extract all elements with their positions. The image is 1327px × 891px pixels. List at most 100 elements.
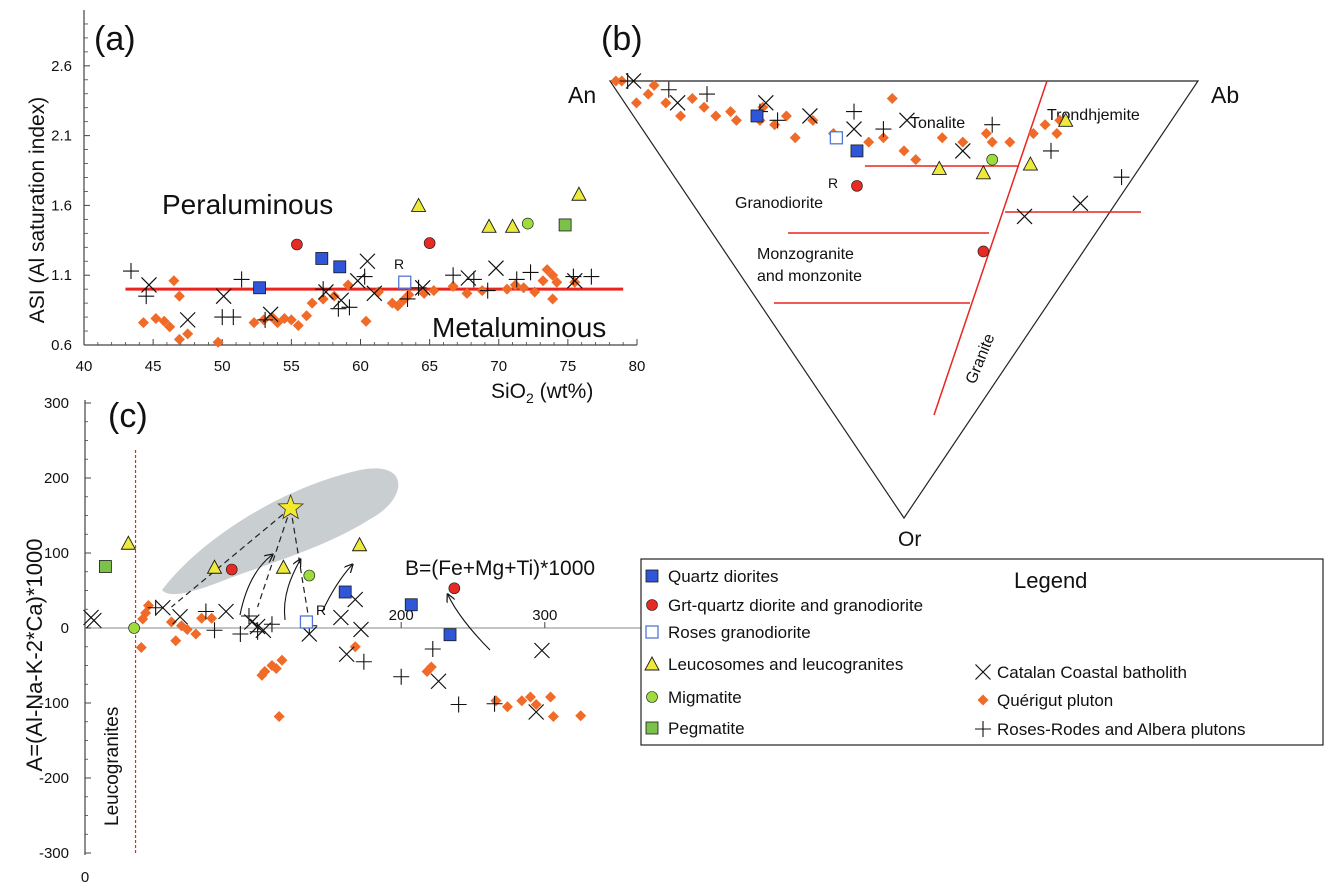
panel-a-plus-point xyxy=(257,311,274,328)
panel-c-diamond-point xyxy=(196,612,208,624)
panel-b-square-point xyxy=(850,144,864,158)
panel-b-x-point xyxy=(846,121,862,137)
panel-a-diamond-point xyxy=(518,282,530,294)
panel-a-diamond-point xyxy=(168,275,180,287)
panel-a-r-label: R xyxy=(394,256,404,272)
panel-c-diamond-point xyxy=(137,613,149,625)
panel-b-plus-point xyxy=(619,73,636,89)
panel-c-points xyxy=(83,493,587,722)
tonalite-label: Tonalite xyxy=(910,115,965,132)
panel-c-y-tick-label: 200 xyxy=(44,470,69,487)
panel-c-circle-point xyxy=(225,563,238,576)
panel-c-plus-point xyxy=(206,622,223,639)
monzonite-label: and monzonite xyxy=(757,268,862,285)
panel-a-diamond-point xyxy=(158,315,170,327)
panel-a-diamond-point xyxy=(447,280,459,292)
panel-b-plus-point xyxy=(1113,169,1130,186)
legend-square-marker xyxy=(645,721,659,735)
panel-c-diamond-point xyxy=(490,695,502,707)
panel-a-plus-point xyxy=(330,300,347,317)
panel-b-square-open-point xyxy=(829,131,844,145)
panel-a-diamond-point xyxy=(292,319,304,331)
panel-c-x-point xyxy=(172,608,188,625)
panel-a-plus-point xyxy=(583,268,600,285)
panel-b-diamond-point xyxy=(1051,127,1063,139)
panel-c-circle-point xyxy=(448,582,461,595)
panel-b-diamond-point xyxy=(886,92,898,104)
panel-a-x-point xyxy=(359,253,376,270)
panel-c-x-point xyxy=(430,673,447,690)
panel-a-x-tick-label: 70 xyxy=(490,358,507,375)
leucogranites-label: Leucogranites xyxy=(102,707,123,826)
panel-a-diamond-point xyxy=(173,290,185,302)
legend-square-marker xyxy=(645,569,659,583)
legend-item: Roses-Rodes and Albera plutons xyxy=(975,720,1246,739)
legend-item-label: Roses granodiorite xyxy=(668,623,811,642)
panel-a-diamond-point xyxy=(547,293,559,305)
panel-b-triangle-point xyxy=(1057,112,1074,127)
panel-a-diamond-point xyxy=(551,276,563,288)
panel-b-circle-point xyxy=(977,245,990,258)
panel-c-square-point xyxy=(98,560,112,573)
panel-b-diamond-point xyxy=(675,110,687,122)
panel-c-x-tick-label: 0 xyxy=(81,869,89,886)
panel-c-r-label: R xyxy=(316,602,326,618)
panel-b-label: (b) xyxy=(601,20,643,58)
panel-b-diamond-point xyxy=(957,136,969,148)
panel-a-x-point xyxy=(349,272,366,289)
panel-c-triangle-point xyxy=(120,535,137,550)
panel-a-triangle-point xyxy=(504,218,521,233)
panel-c-x-point xyxy=(255,622,272,639)
legend-item-label: Quérigut pluton xyxy=(997,691,1113,710)
panel-a-x-axis-label: SiO2 (wt%) xyxy=(491,380,593,406)
panel-a-x-tick-label: 50 xyxy=(214,358,231,375)
panel-a-diamond-point xyxy=(328,290,340,302)
panel-c-x-point xyxy=(338,646,355,663)
panel-c-y-tick-label: -100 xyxy=(39,695,69,712)
panel-c-x-point xyxy=(528,704,545,720)
panel-c-square-open-point xyxy=(299,615,314,629)
panel-c-diamond-point xyxy=(501,701,513,713)
panel-c-diamond-point xyxy=(190,628,202,640)
panel-a-y-tick-label: 2.1 xyxy=(51,128,72,145)
panel-b-x-point xyxy=(954,142,971,159)
panel-a-triangle-point xyxy=(481,218,497,233)
panel-b-plus-point xyxy=(769,112,786,129)
panel-b-plus-point xyxy=(699,86,716,103)
panel-c-x-tick-label: 200 xyxy=(389,607,414,624)
panel-a-diamond-point xyxy=(285,314,297,326)
panel-a-plus-point xyxy=(410,279,427,296)
panel-a-diamond-point xyxy=(306,297,318,309)
panel-c-plus-point xyxy=(393,668,410,685)
panel-c-plus-point xyxy=(355,653,372,670)
panel-a-x-axis-label-main: SiO xyxy=(491,380,526,403)
panel-c-plus-point xyxy=(249,623,266,640)
panel-c-triangle-point xyxy=(206,559,223,574)
granite-boundary-line xyxy=(933,80,1048,416)
panel-c-diamond-point xyxy=(259,666,271,677)
vertex-ab-label: Ab xyxy=(1211,82,1239,108)
panel-b-diamond-point xyxy=(1004,136,1016,148)
panel-a-x-tick-label: 80 xyxy=(629,358,646,375)
panel-c-diamond-point xyxy=(270,663,282,674)
evolution-field-shade xyxy=(162,468,399,595)
panel-b-diamond-point xyxy=(710,110,722,122)
panel-b-plus-point xyxy=(875,121,892,138)
panel-a-plus-point xyxy=(138,288,155,305)
peraluminous-label: Peraluminous xyxy=(162,189,333,220)
panel-a-label: (a) xyxy=(94,20,136,58)
panel-b-diamond-point xyxy=(630,97,642,109)
panel-a-x-tick-label: 55 xyxy=(283,358,300,375)
metaluminous-label: Metaluminous xyxy=(432,312,606,343)
panel-b-triangle-point xyxy=(931,160,948,175)
panel-a-square-point xyxy=(253,281,266,295)
panel-c-diamond-point xyxy=(170,635,182,647)
panel-c-diamond-point xyxy=(273,711,285,722)
panel-a-diamond-point xyxy=(418,287,430,299)
panel-a-x-tick-label: 65 xyxy=(421,358,438,375)
panel-c-label: (c) xyxy=(108,397,148,435)
panel-c-circle-point xyxy=(303,569,316,582)
